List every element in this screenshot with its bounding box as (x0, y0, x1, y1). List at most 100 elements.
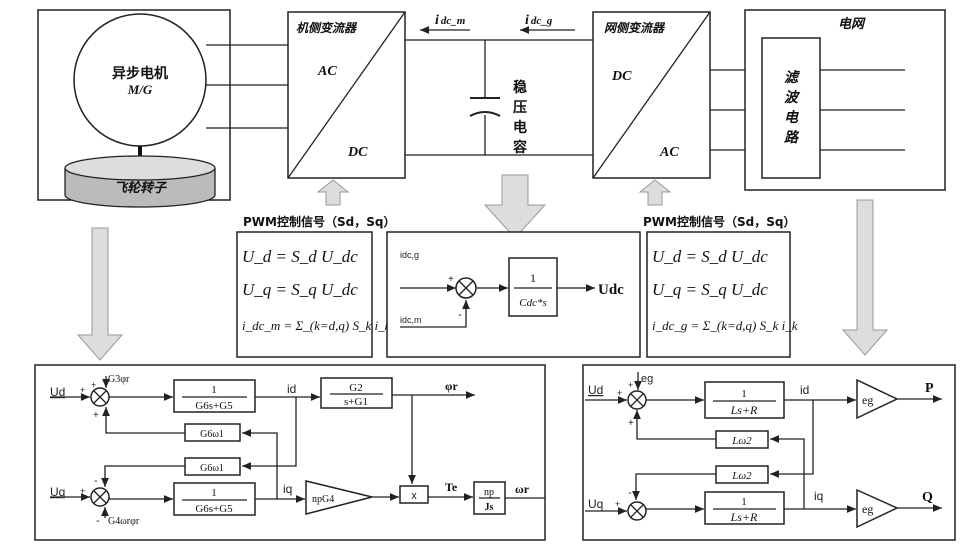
formula-ud: U_d = S_d U_dc (242, 247, 358, 266)
grid-title: 电网 (838, 16, 866, 32)
flywheel-label: 飞轮转子 (114, 180, 168, 196)
uq-input: Uq (588, 497, 603, 511)
capacitor-label-4: 容 (512, 139, 527, 156)
machine-converter-title: 机侧变流器 (296, 21, 358, 35)
plus-sign: + (80, 385, 85, 395)
eg-input: eg (641, 373, 653, 385)
machine-model-block: Ud + + G3φr 1 G6s+G5 id G2 s+G1 φr + G6ω… (34, 364, 546, 541)
tf-numerator: G2 (349, 382, 362, 394)
tf-denominator: Js (485, 502, 494, 513)
gain-icon (305, 480, 373, 515)
formula-ud: U_d = S_d U_dc (652, 247, 768, 266)
plus-sign: + (615, 499, 620, 509)
filter-label-1: 滤 (784, 69, 801, 86)
capacitor-label-3: 电 (513, 119, 527, 136)
motor-box: 异步电机 M/G 飞轮转子 (37, 9, 231, 208)
plus-sign: + (617, 388, 622, 398)
ud-input: Ud (50, 385, 65, 399)
up-arrow-icon (638, 179, 672, 206)
grid-box: 电网 滤 波 电 路 (744, 9, 946, 191)
plus-sign: + (93, 410, 99, 421)
filter-box (761, 37, 821, 179)
capacitor-label-2: 压 (513, 100, 527, 116)
grid-dc-label: DC (611, 69, 632, 84)
formula-idc-g: i_dc_g = Σ_(k=d,q) S_k i_k (652, 318, 798, 333)
tf-denominator: G6s+G5 (195, 503, 233, 515)
tf-numerator: 1 (211, 487, 217, 499)
filter-label-4: 路 (784, 129, 800, 146)
machine-side-converter: 机侧变流器 AC DC (287, 11, 406, 179)
capacitor-label-1: 稳 (513, 79, 527, 96)
formula-idc-m: i_dc_m = Σ_(k=d,q) S_k i_k (242, 318, 391, 333)
formula-box-left: U_d = S_d U_dc U_q = S_q U_dc i_dc_m = Σ… (236, 231, 391, 358)
up-arrow-icon (316, 179, 350, 206)
tf-numerator: 1 (741, 388, 747, 400)
grid-model-block: Ud + + eg 1 Ls+R id eg P + Lω2 Lω2 - Uq … (582, 364, 956, 541)
pwm-label-left: PWM控制信号（Sd，Sq） (243, 214, 395, 229)
te-label: Te (445, 480, 458, 494)
gain-eg-q: eg (862, 502, 873, 516)
tf-numerator: np (484, 487, 494, 498)
tf-denominator: Ls+R (730, 403, 758, 417)
plus-sign: + (91, 380, 96, 390)
pwm-label-right: PWM控制信号（Sd，Sq） (643, 214, 795, 229)
fb-lw2-upper: Lω2 (731, 435, 752, 447)
iq-label: iq (814, 489, 823, 503)
dc-voltage-block: idc,g + idc,m - 1 Cdc*s Udc (386, 231, 641, 358)
tf-numerator: 1 (530, 271, 536, 285)
idc-m-input: idc,m (400, 315, 422, 325)
ud-input: Ud (588, 383, 603, 397)
tf-numerator: 1 (741, 496, 747, 508)
formula-uq: U_q = S_q U_dc (652, 280, 768, 299)
minus-sign: - (628, 487, 632, 499)
gain-icon (856, 378, 899, 420)
formula-uq: U_q = S_q U_dc (242, 280, 358, 299)
plus-sign: + (628, 380, 633, 390)
tf-denominator: s+G1 (344, 396, 368, 408)
tf-numerator: 1 (211, 384, 217, 396)
multiplier-block (399, 485, 429, 504)
minus-sign: - (458, 309, 462, 321)
minus-sign: - (96, 515, 100, 527)
udc-output: Udc (598, 282, 624, 298)
gain-icon (856, 488, 899, 529)
formula-box-right: U_d = S_d U_dc U_q = S_q U_dc i_dc_g = Σ… (646, 231, 798, 358)
minus-sign: - (94, 475, 98, 487)
down-arrow-icon (841, 199, 889, 356)
omega-r-output: ωr (515, 482, 530, 496)
plus-sign: + (628, 418, 634, 429)
grid-side-converter: 网侧变流器 DC AC (592, 11, 711, 179)
iq-label: iq (283, 482, 292, 496)
motor-mg-label: M/G (127, 82, 153, 97)
q-output: Q (922, 490, 933, 505)
fb-lw2-lower: Lω2 (731, 470, 752, 482)
machine-dc-label: DC (347, 145, 368, 160)
fb-g6w1-upper: G6ω1 (200, 429, 224, 440)
g4-input: G4ωrφr (108, 516, 140, 527)
motor-label: 异步电机 (112, 65, 168, 82)
id-label: id (287, 382, 296, 396)
flywheel-rotor-icon (64, 155, 216, 208)
tf-denominator: Ls+R (730, 510, 758, 524)
gain-np-g4: npG4 (312, 494, 334, 505)
down-arrow-icon (76, 227, 124, 361)
grid-ac-label: AC (659, 145, 679, 160)
filter-label-3: 电 (784, 109, 799, 126)
multiplier-label: x (411, 490, 417, 502)
gain-eg-p: eg (862, 393, 873, 407)
phi-r-output: φr (445, 379, 458, 393)
filter-label-2: 波 (784, 89, 801, 106)
down-arrow-icon (483, 174, 547, 239)
grid-converter-title: 网侧变流器 (604, 21, 666, 35)
id-label: id (800, 383, 809, 397)
g3-phi-input: G3φr (108, 374, 130, 385)
fb-g6w1-lower: G6ω1 (200, 463, 224, 474)
tf-denominator: Cdc*s (519, 297, 547, 309)
plus-sign: + (448, 274, 454, 285)
idc-g-input: idc,g (400, 250, 419, 260)
machine-ac-label: AC (317, 64, 337, 79)
